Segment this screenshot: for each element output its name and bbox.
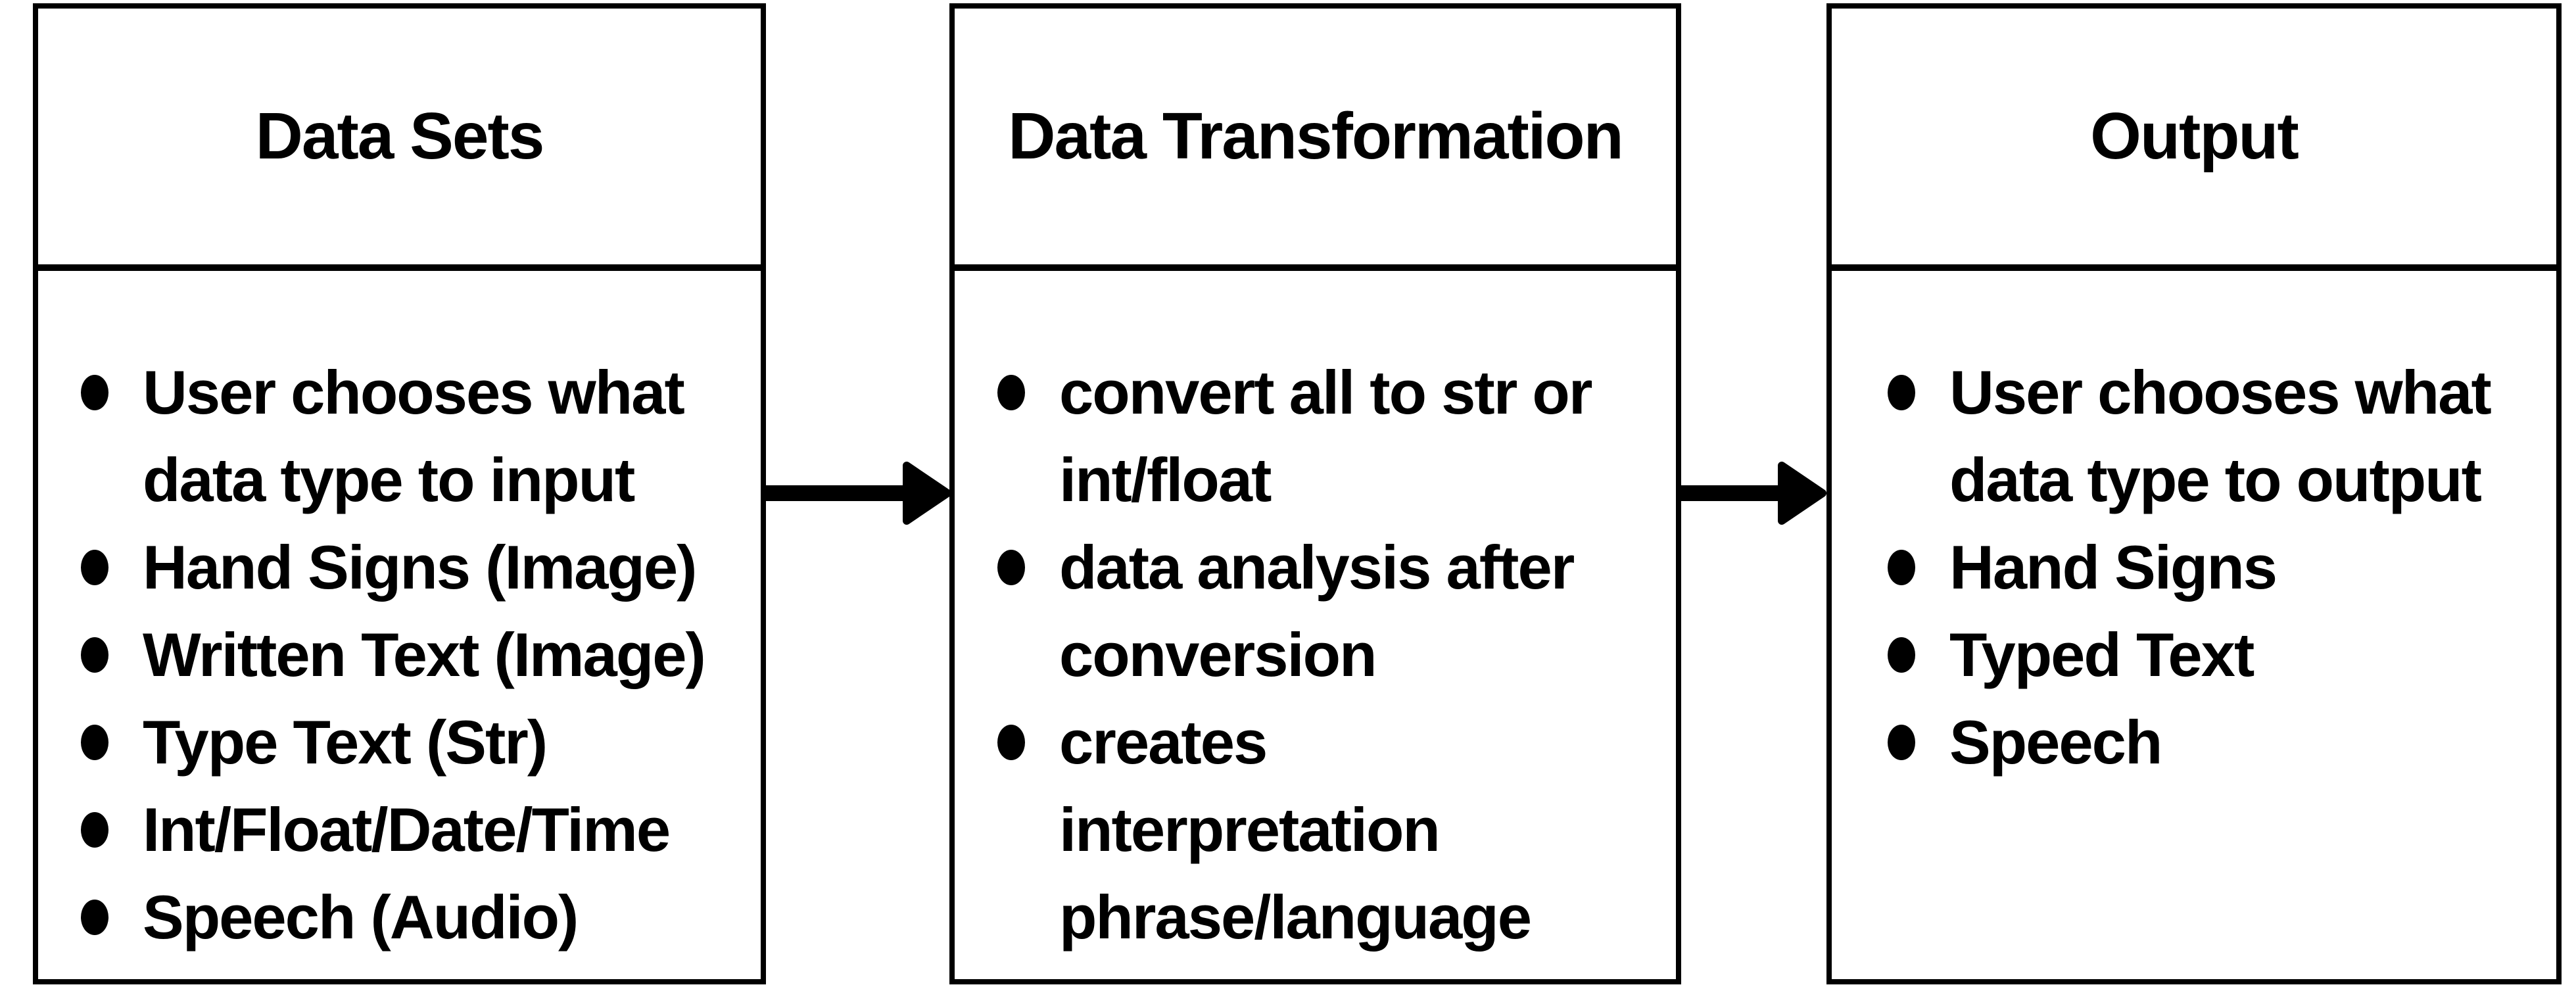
bullet-dot-icon: [1888, 637, 1915, 673]
bullet-line: creates: [1059, 708, 1268, 777]
box-title: Data Transformation: [1008, 99, 1623, 173]
list-item: Type Text (Str): [81, 698, 751, 786]
bullet-line: convert all to str or: [1059, 358, 1592, 427]
bullet-line: Speech (Audio): [143, 882, 579, 952]
bullet-text: data analysis after conversion: [1059, 523, 1575, 698]
bullet-line: Hand Signs: [1949, 533, 2278, 602]
bullet-line: Int/Float/Date/Time: [143, 795, 671, 864]
bullet-line: User chooses what: [143, 358, 685, 427]
data-sets-box: Data Sets User chooses what data type to…: [33, 3, 766, 984]
bullet-text: Speech (Audio): [143, 873, 579, 961]
bullet-text: Written Text (Image): [143, 611, 706, 698]
bullet-text: Typed Text: [1949, 611, 2254, 698]
bullet-line: Type Text (Str): [143, 708, 548, 777]
data-sets-header: Data Sets: [38, 9, 761, 271]
bullet-dot-icon: [997, 375, 1025, 410]
bullet-line: Typed Text: [1949, 620, 2254, 689]
list-item: convert all to str or int/float: [997, 349, 1666, 523]
bullet-line: data type to output: [1949, 445, 2482, 514]
bullet-line: conversion: [1059, 620, 1377, 689]
list-item: Written Text (Image): [81, 611, 751, 698]
list-item: data analysis after conversion: [997, 523, 1666, 698]
bullet-dot-icon: [81, 900, 108, 935]
data-transformation-header: Data Transformation: [955, 9, 1676, 271]
bullet-line: Written Text (Image): [143, 620, 706, 689]
bullet-line: phrase/language: [1059, 882, 1532, 952]
list-item: Speech (Audio): [81, 873, 751, 961]
right-arrow-icon: [766, 462, 951, 525]
list-item: User chooses what data type to output: [1888, 349, 2546, 523]
bullet-dot-icon: [81, 637, 108, 673]
bullet-dot-icon: [81, 375, 108, 410]
bullet-text: Type Text (Str): [143, 698, 548, 786]
bullet-text: creates interpretation phrase/language: [1059, 698, 1532, 961]
bullet-dot-icon: [81, 725, 108, 760]
bullet-text: Hand Signs (Image): [143, 523, 697, 611]
bullet-line: Speech: [1949, 708, 2162, 777]
output-box: Output User chooses what data type to ou…: [1826, 3, 2562, 984]
bullet-text: User chooses what data type to input: [143, 349, 685, 523]
data-sets-list: User chooses what data type to input Han…: [38, 271, 761, 961]
data-transformation-list: convert all to str or int/float data ana…: [955, 271, 1676, 961]
bullet-dot-icon: [1888, 550, 1915, 585]
bullet-line: interpretation: [1059, 795, 1441, 864]
bullet-text: Hand Signs: [1949, 523, 2278, 611]
bullet-dot-icon: [1888, 375, 1915, 410]
right-arrow-icon: [1681, 462, 1826, 525]
list-item: Int/Float/Date/Time: [81, 786, 751, 873]
output-list: User chooses what data type to output Ha…: [1832, 271, 2556, 786]
list-item: User chooses what data type to input: [81, 349, 751, 523]
output-header: Output: [1832, 9, 2556, 271]
bullet-dot-icon: [997, 550, 1025, 585]
bullet-text: convert all to str or int/float: [1059, 349, 1592, 523]
bullet-line: data analysis after: [1059, 533, 1575, 602]
bullet-dot-icon: [81, 550, 108, 585]
list-item: Typed Text: [1888, 611, 2546, 698]
list-item: Hand Signs: [1888, 523, 2546, 611]
box-title: Output: [2090, 99, 2299, 173]
bullet-text: User chooses what data type to output: [1949, 349, 2492, 523]
bullet-line: data type to input: [143, 445, 635, 514]
bullet-dot-icon: [81, 812, 108, 848]
bullet-line: int/float: [1059, 445, 1272, 514]
list-item: Hand Signs (Image): [81, 523, 751, 611]
list-item: Speech: [1888, 698, 2546, 786]
bullet-text: Int/Float/Date/Time: [143, 786, 671, 873]
list-item: creates interpretation phrase/language: [997, 698, 1666, 961]
bullet-text: Speech: [1949, 698, 2162, 786]
data-transformation-box: Data Transformation convert all to str o…: [949, 3, 1681, 984]
bullet-dot-icon: [997, 725, 1025, 760]
bullet-line: Hand Signs (Image): [143, 533, 697, 602]
bullet-dot-icon: [1888, 725, 1915, 760]
bullet-line: User chooses what: [1949, 358, 2492, 427]
box-title: Data Sets: [255, 99, 545, 173]
